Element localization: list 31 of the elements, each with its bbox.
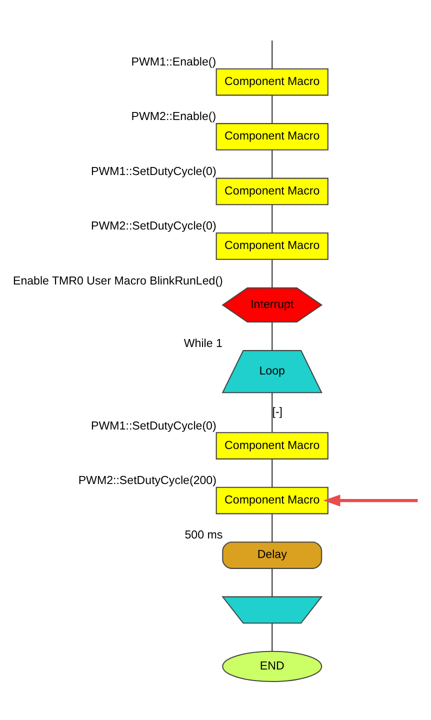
node-label: PWM2::SetDutyCycle(0) (90, 220, 216, 232)
node-box: Delay (222, 541, 322, 568)
node-ellipse: END (222, 650, 322, 682)
connector (271, 204, 272, 232)
connector (271, 259, 272, 288)
node-box: Component Macro (215, 432, 328, 459)
node-box: Component Macro (215, 486, 328, 514)
connector (271, 392, 272, 432)
node-label: PWM1::SetDutyCycle(0) (90, 165, 216, 178)
node-label: PWM2::SetDutyCycle(200) (78, 474, 216, 487)
node-label: PWM1::Enable() (130, 56, 216, 68)
connector (271, 322, 272, 350)
node-box: Component Macro (215, 177, 328, 205)
connector (271, 568, 272, 596)
node-box: Component Macro (215, 122, 328, 150)
connector (271, 513, 272, 542)
node-label: While 1 (183, 338, 222, 350)
node-label: Enable TMR0 User Macro BlinkRunLed() (12, 274, 222, 287)
arrow (322, 494, 418, 506)
node-box (221, 596, 322, 624)
node-label: PWM1::SetDutyCycle(0) (90, 420, 216, 432)
connector (271, 622, 272, 651)
node-box: Component Macro (215, 68, 328, 96)
connector (271, 149, 272, 178)
connector (271, 40, 272, 68)
connector (271, 94, 272, 124)
edge-label: [-] (272, 406, 282, 418)
connector (271, 458, 272, 487)
node-label: 500 ms (184, 529, 222, 542)
node-label: PWM2::Enable() (130, 110, 216, 123)
node-box: Component Macro (215, 232, 328, 260)
